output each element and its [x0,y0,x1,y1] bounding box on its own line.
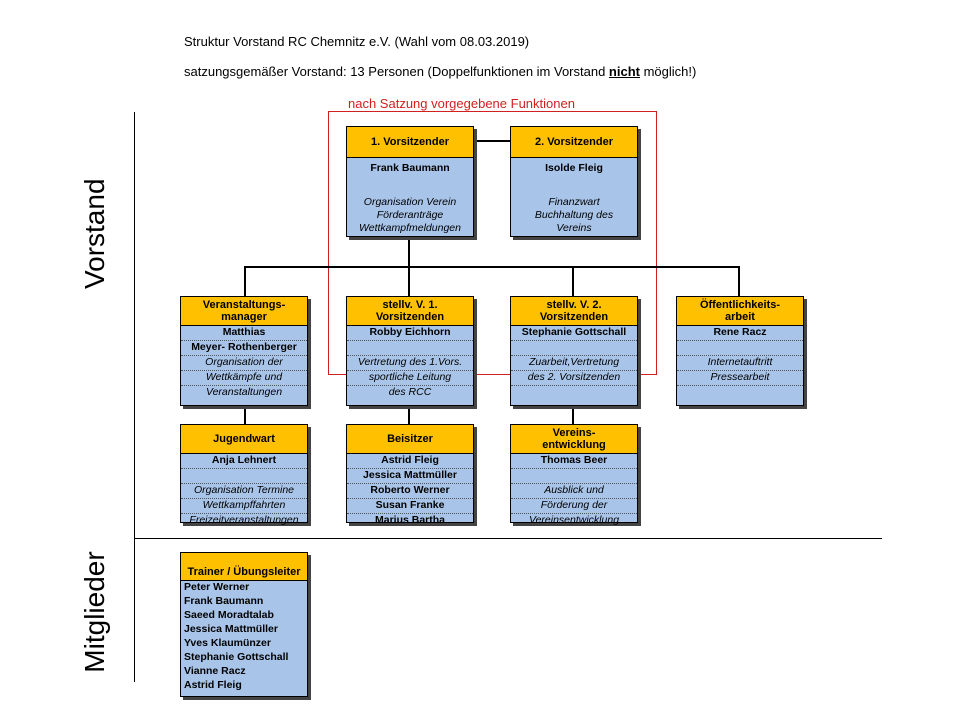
connector-vors1-down [408,237,410,267]
box-line: Anja Lehnert [181,454,307,469]
subtitle-text-end: möglich!) [639,64,697,79]
box-description: Finanzwart Buchhaltung des Vereins [511,178,637,235]
box-line: Meyer- Rothenberger [181,341,307,356]
page-title: Struktur Vorstand RC Chemnitz e.V. (Wahl… [184,34,530,49]
connector-drop-stellv2 [572,266,574,296]
box-line: des 2. Vorsitzenden [511,371,637,386]
box-title: Öffentlichkeits- arbeit [677,297,803,326]
box-line [181,469,307,484]
box-jugendwart: Jugendwart Anja Lehnert Organisation Ter… [180,424,308,526]
satzung-frame [328,111,657,375]
box-line [347,341,473,356]
box-line [677,386,803,400]
connector-drop-beisitzer [408,406,410,424]
box-line: Marius Bartha [374,514,446,526]
box-veranstaltungsmanager: Veranstaltungs- manager Matthias Meyer- … [180,296,308,406]
box-line: Jessica Mattmüller [347,469,473,484]
desc-line: Förderanträge [376,209,444,221]
box-line: Matthias [181,326,307,341]
box-trainer-uebungsleiter: Trainer / Übungsleiter Peter Werner Fran… [180,552,308,697]
section-divider [134,538,882,539]
box-title: stellv. V. 2. Vorsitzenden [511,297,637,326]
side-label-vorstand: Vorstand [79,178,110,289]
box-description: Organisation Verein Förderanträge Wettka… [347,178,473,235]
box-line: sportliche Leitung [347,371,473,386]
box-line: Pressearbeit [677,371,803,386]
page-subtitle: satzungsgemäßer Vorstand: 13 Personen (D… [184,64,696,79]
box-line: Roberto Werner [347,484,473,499]
desc-line: Organisation Verein [363,196,457,208]
box-line: Susan Franke [347,499,473,514]
box-line: Astrid Fleig [184,679,242,691]
box-line: Förderung der [511,499,637,514]
box-line: Robby Eichhorn [347,326,473,341]
box-line: Yves Klaumünzer [184,637,271,649]
box-line: Wettkämpfe und [181,371,307,386]
box-line [677,341,803,356]
box-line: Astrid Fleig [347,454,473,469]
box-line: Jessica Mattmüller [184,623,278,635]
connector-drop-vereinsentw [572,406,574,424]
connector-main-bar [244,266,740,268]
box-line: Veranstaltungen [205,386,283,398]
satzung-label: nach Satzung vorgegebene Funktionen [348,96,575,111]
side-label-mitglieder: Mitglieder [79,551,110,673]
desc-line: Wettkampfmeldungen [359,222,461,234]
side-divider [134,112,135,682]
box-line: Organisation der [181,356,307,371]
box-person: Isolde Fleig [545,162,603,174]
box-line: Stephanie Gottschall [511,326,637,341]
box-line: Vereinsentwicklung [528,514,620,526]
box-line: Zuarbeit,Vertretung [511,356,637,371]
box-line: Internetauftritt [677,356,803,371]
box-line: Wettkampffahrten [181,499,307,514]
desc-line: Buchhaltung des [534,209,614,221]
connector-drop-veranstaltung [244,266,246,296]
box-line: Vianne Racz [184,665,246,677]
box-title: stellv. V. 1. Vorsitzenden [347,297,473,326]
box-line: Saeed Moradtalab [184,609,274,621]
box-line: Peter Werner [184,581,250,593]
box-line: des RCC [388,386,432,398]
box-title: Trainer / Übungsleiter [181,553,307,581]
box-title: Veranstaltungs- manager [181,297,307,326]
box-title: Beisitzer [347,425,473,454]
box-line: Vertretung des 1.Vors. [347,356,473,371]
desc-line: Vereins [556,222,592,234]
box-line: Ausblick und [511,484,637,499]
box-stellv-1-vorsitzender: stellv. V. 1. Vorsitzenden Robby Eichhor… [346,296,474,406]
box-line: Rene Racz [677,326,803,341]
subtitle-emphasis: nicht [608,64,640,79]
box-line [511,469,637,484]
box-title: 1. Vorsitzender [347,127,473,158]
connector-vorsitz [474,140,511,142]
connector-drop-oeffentlich [738,266,740,296]
box-beisitzer: Beisitzer Astrid Fleig Jessica Mattmülle… [346,424,474,526]
box-line: Thomas Beer [511,454,637,469]
desc-line: Finanzwart [548,196,600,208]
box-title: 2. Vorsitzender [511,127,637,158]
subtitle-text: satzungsgemäßer Vorstand: 13 Personen (D… [184,64,609,79]
box-1-vorsitzender: 1. Vorsitzender Frank Baumann Organisati… [346,126,474,237]
box-oeffentlichkeitsarbeit: Öffentlichkeits- arbeit Rene Racz Intern… [676,296,804,406]
box-title: Vereins- entwicklung [511,425,637,454]
box-line: Stephanie Gottschall [184,651,289,663]
connector-drop-stellv1 [408,266,410,296]
box-2-vorsitzender: 2. Vorsitzender Isolde Fleig Finanzwart … [510,126,638,237]
connector-drop-jugend [244,406,246,424]
box-line: Freizeitveranstaltungen [189,514,299,526]
box-line: Frank Baumann [184,595,264,607]
box-person: Frank Baumann [370,162,450,174]
box-line [511,386,637,400]
box-title: Jugendwart [181,425,307,454]
box-stellv-2-vorsitzender: stellv. V. 2. Vorsitzenden Stephanie Got… [510,296,638,406]
box-line: Organisation Termine [181,484,307,499]
box-line [511,341,637,356]
box-vereinsentwicklung: Vereins- entwicklung Thomas Beer Ausblic… [510,424,638,526]
